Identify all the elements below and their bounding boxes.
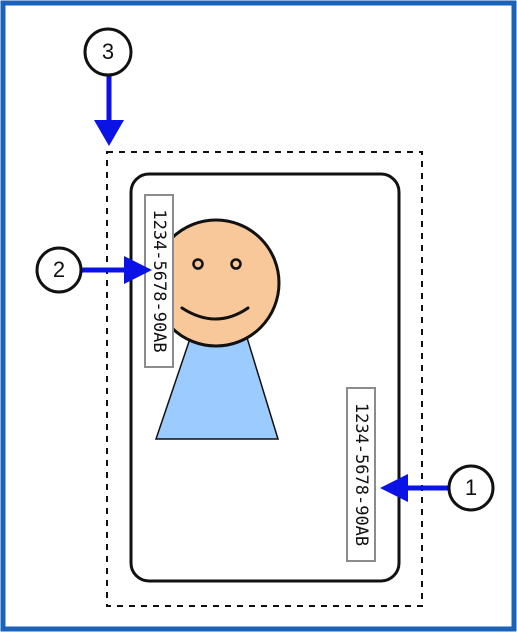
card-number-label-1-box: [346, 387, 376, 562]
dashed-region-3: [106, 151, 423, 607]
card-number-label-2: 1234-5678-90AB: [149, 209, 169, 352]
callout-3-circle: [83, 27, 133, 77]
arrow-3-head: [94, 120, 124, 146]
callout-1-circle: [447, 464, 495, 512]
callout-3-label: 3: [102, 39, 114, 64]
arrow-1-head: [380, 474, 408, 502]
card-number-label-2-box: [144, 194, 174, 368]
person-smile: [180, 306, 250, 321]
callout-1-label: 1: [465, 475, 477, 500]
callout-2-circle: [35, 246, 83, 294]
person-eye-left: [192, 258, 204, 270]
card-number-label-1: 1234-5678-90AB: [351, 403, 371, 546]
arrow-2-head: [124, 256, 152, 284]
callout-2-label: 2: [53, 257, 65, 282]
person-eye-right: [230, 258, 242, 270]
